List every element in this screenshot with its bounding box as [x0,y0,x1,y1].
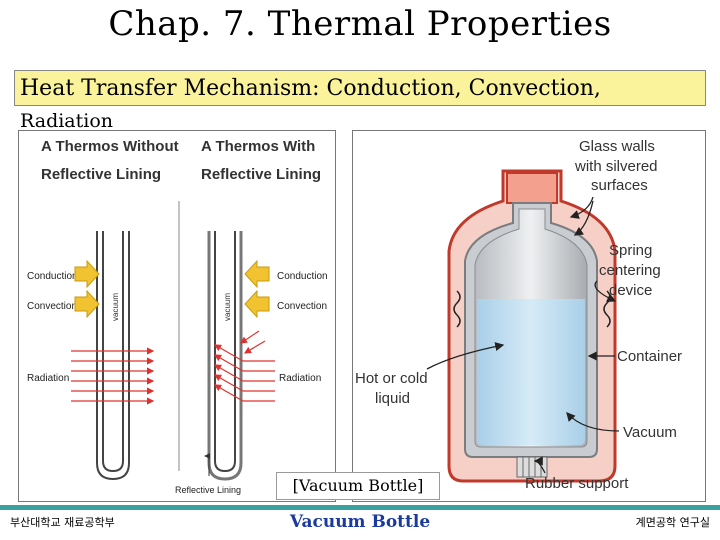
footer-university: 부산대학교 재료공학부 [10,516,115,529]
heading-without-line-1: A Thermos Without [41,138,179,155]
page-title: Chap. 7. Thermal Properties [108,4,612,44]
convection-label-left: Convection [27,301,77,312]
spring-pointer [594,280,617,302]
conduction-arrow-left [74,259,100,289]
radiation-label-right: Radiation [279,373,321,384]
vacuum-pointer [566,412,620,432]
heading-without-line-2: Reflective Lining [41,166,161,183]
spring-label-line-1: Spring [609,242,652,259]
glass-walls-pointer-2 [573,200,594,236]
thermos-outer-wall-left [96,231,130,481]
rubber-support-block [516,456,548,478]
vacuum-bottle-panel: Glass walls with silvered surfaces Sprin… [352,130,706,502]
footer-title: Vacuum Bottle [289,512,431,532]
convection-arrow-left [74,289,100,319]
spring-left [453,290,461,328]
container-label: Container [617,348,682,365]
subtitle-line-1: Heat Transfer Mechanism: Conduction, Con… [20,76,601,101]
footer-lab: 계면공학 연구실 [635,516,710,529]
glass-walls-label-line-2: with silvered [574,158,658,175]
footer-divider [0,505,720,510]
figure-caption: [Vacuum Bottle] [276,472,440,500]
reflective-lining-label: Reflective Lining [175,485,241,495]
rubber-support-label: Rubber support [525,475,629,492]
thermos-wall-left [102,231,124,473]
rubber-support-pointer [533,456,546,474]
subtitle-line-2: Radiation [20,110,114,132]
hot-cold-label-line-1: Hot or cold [355,370,428,387]
heading-with-line-1: A Thermos With [201,138,315,155]
thermos-wall-right [214,231,236,473]
vacuum-label-right: vacuum [223,293,232,321]
thermos-comparison-diagram: A Thermos Without Reflective Lining A Th… [27,138,328,495]
hot-cold-label-line-2: liquid [375,390,410,407]
glass-walls-pointer-1 [569,196,594,219]
radiation-label-left: Radiation [27,373,69,384]
radiation-arrows-left [71,347,155,405]
spring-label-line-2: centering [599,262,661,279]
vacuum-label-left: vacuum [111,293,120,321]
glass-walls-label-line-3: surfaces [591,177,648,194]
glass-walls-label-line-1: Glass walls [579,138,655,155]
spring-label-line-3: device [609,282,652,299]
bottle-stopper [506,172,558,204]
conduction-label-right: Conduction [277,271,328,282]
conduction-label-left: Conduction [27,271,78,282]
conduction-arrow-right [244,259,270,289]
radiation-arrows-right [213,330,275,402]
vacuum-bottle-diagram: Glass walls with silvered surfaces Sprin… [355,138,682,492]
convection-label-right: Convection [277,301,327,312]
thermos-comparison-panel: A Thermos Without Reflective Lining A Th… [18,130,336,502]
heading-with-line-2: Reflective Lining [201,166,321,183]
vacuum-label: Vacuum [623,424,677,441]
convection-arrow-right [244,289,270,319]
subtitle-banner [14,70,706,106]
liquid [477,299,585,445]
hot-cold-pointer [426,342,505,370]
thermos-outer-wall-right [207,231,243,481]
